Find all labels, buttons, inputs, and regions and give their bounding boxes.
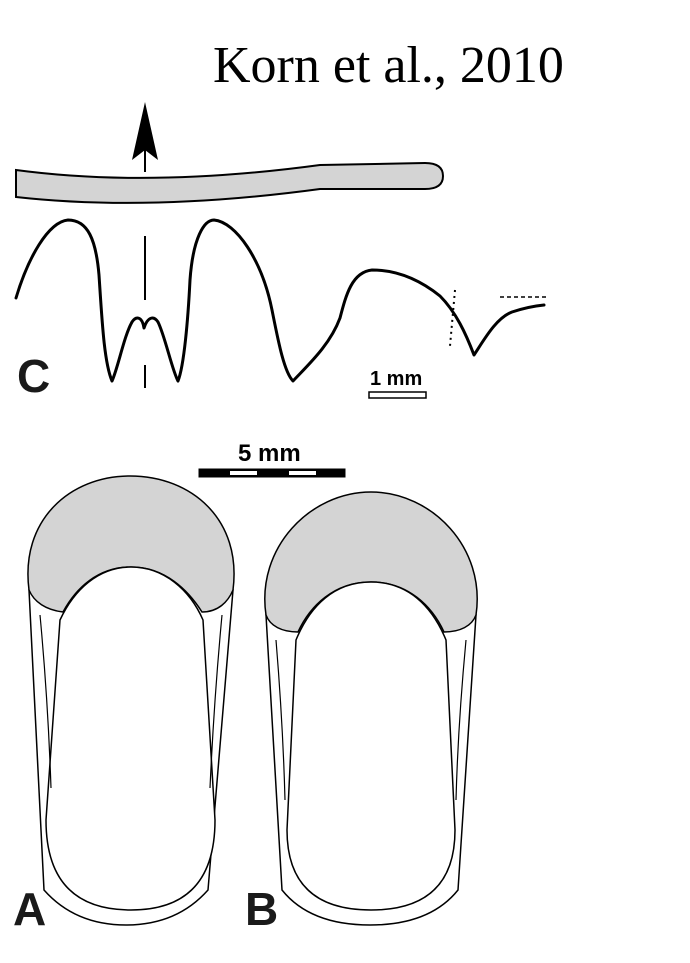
panel-label-b: B (245, 883, 278, 935)
scale-bar-5mm-bar (198, 468, 346, 478)
cross-section-b (264, 491, 478, 926)
suture-curve (14, 218, 546, 383)
scale-bar-5mm-label: 5 mm (238, 440, 301, 467)
scale-bar-1mm-label: 1 mm (370, 368, 422, 390)
citation-text: Korn et al., 2010 (213, 37, 564, 94)
umbilical-line-b-left (275, 639, 286, 801)
umbilical-line-b-right (455, 639, 467, 801)
panel-label-a: A (13, 883, 46, 935)
venter-band (15, 161, 445, 204)
scale-bar-5mm: 5 mm (198, 440, 346, 478)
umbilical-line-a-right (209, 614, 223, 789)
inner-whorl-a (45, 566, 216, 911)
inner-whorl-b (286, 581, 456, 911)
scale-bar-5mm-segment (230, 471, 257, 475)
shell-cap-b (264, 491, 478, 633)
venter-section (15, 102, 445, 204)
umbilical-seam-dotted (449, 289, 456, 347)
scale-bar-1mm-bar (368, 391, 427, 399)
cross-section-a (27, 475, 235, 926)
panel-label-c: C (17, 350, 50, 402)
scale-bar-5mm-segment (289, 471, 316, 475)
scale-bar-1mm: 1 mm (368, 368, 427, 399)
arrow-up-icon (132, 102, 158, 160)
suture-line (14, 218, 546, 388)
shell-cap-a (27, 475, 235, 613)
umbilical-line-a-left (39, 614, 52, 789)
